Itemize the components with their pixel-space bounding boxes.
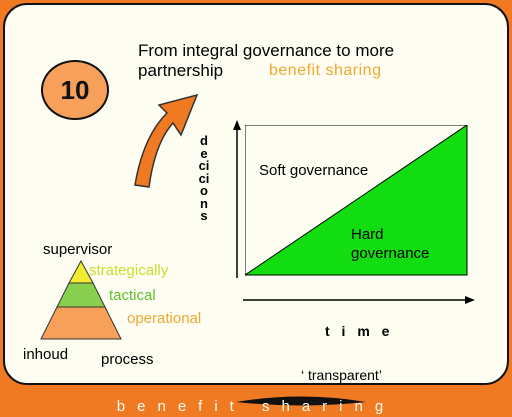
soft-governance-label: Soft governance [259,162,369,179]
title-highlight: benefit sharing [269,62,382,79]
slide-title: From integral governance to more partner… [138,41,394,81]
chart-area-hard [245,125,468,276]
pyramid-level-operational [40,306,122,340]
title-line-1: From integral governance to more [138,41,395,60]
hierarchy-pyramid [40,259,122,340]
title-line-2: partnership [138,61,224,80]
slide-number-badge: 10 [41,60,109,120]
slide-card: 10 From integral governance to more part… [3,3,509,385]
x-axis-label: t i m e [325,323,394,339]
x-axis-arrow [243,296,475,304]
footer-text: benefit sharing [116,398,396,415]
pyramid-bottom-left-label: inhoud [23,346,69,363]
pyramid-top-label: supervisor [43,241,113,258]
pyramid-level-label-strategic: strategically [89,262,169,279]
pyramid-bottom-right-label: process [101,351,154,368]
pyramid-level-tactical [56,282,106,308]
pyramid-level-label-operational: operational [127,310,202,327]
footer-swoosh [236,396,366,406]
hard-governance-label: Hard governance [351,226,430,262]
pyramid-level-label-tactical: tactical [109,287,156,304]
curved-arrow-icon [134,93,199,188]
governance-chart [245,125,468,276]
chart-note: ‘ transparent’ [301,367,382,383]
vertical-axis-label: decicions [198,133,210,223]
y-axis-arrow [233,120,241,278]
